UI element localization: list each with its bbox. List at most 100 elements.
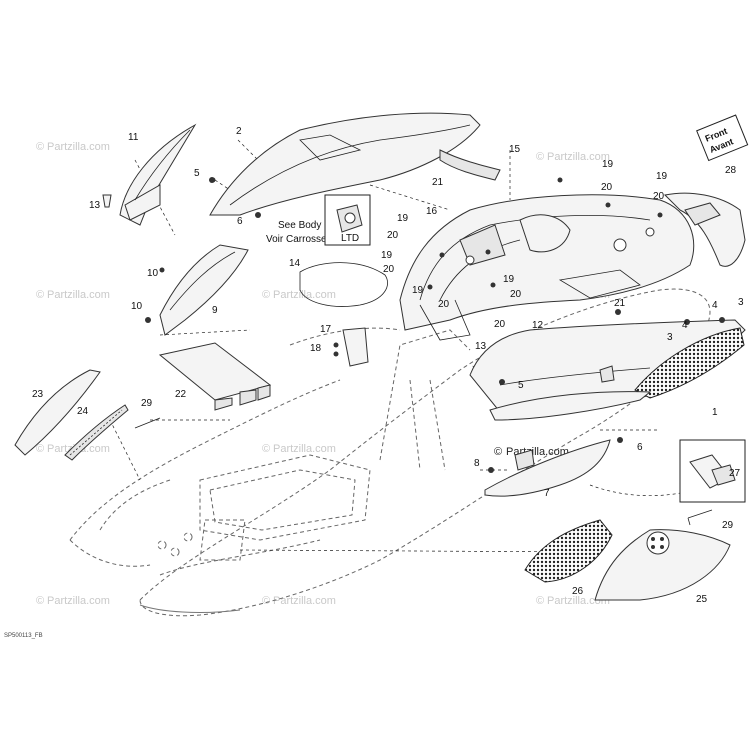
watermark: ©Partzilla.com (36, 289, 110, 301)
watermark: ©Partzilla.com (36, 595, 110, 607)
fasteners (145, 177, 725, 473)
callout-20: 20 (494, 319, 506, 330)
part-17-bracket (333, 327, 369, 367)
callout-19: 19 (503, 274, 515, 285)
svg-text:©: © (494, 446, 502, 458)
callout-20: 20 (383, 264, 395, 275)
callout-5: 5 (194, 168, 200, 179)
part-1-lower-panel (489, 391, 652, 421)
part-28-front-trim (663, 192, 746, 267)
callout-19: 19 (656, 171, 668, 182)
watermark: ©Partzilla.com (36, 141, 110, 153)
part-12-side-panel (469, 319, 746, 414)
callout-23: 23 (32, 389, 44, 400)
callout-20: 20 (387, 230, 399, 241)
svg-text:Partzilla.com: Partzilla.com (547, 595, 610, 607)
callout-15: 15 (509, 144, 521, 155)
callout-3: 3 (667, 332, 673, 343)
svg-text:Partzilla.com: Partzilla.com (273, 443, 336, 455)
callout-4: 4 (712, 300, 718, 311)
callout-19: 19 (397, 213, 409, 224)
callout-22: 22 (175, 389, 187, 400)
callout-10: 10 (131, 301, 143, 312)
callout-9: 9 (212, 305, 218, 316)
svg-text:©: © (536, 595, 544, 607)
callout-2: 2 (236, 126, 242, 137)
svg-text:Partzilla.com: Partzilla.com (273, 595, 336, 607)
callout-13: 13 (89, 200, 101, 211)
part-27-detail-box (679, 439, 746, 503)
callout-17: 17 (320, 324, 332, 335)
watermarks: ©Partzilla.com ©Partzilla.com ©Partzilla… (36, 141, 610, 607)
svg-text:©: © (536, 151, 544, 163)
svg-text:©: © (262, 443, 270, 455)
part-14-gasket (299, 262, 388, 307)
callout-18: 18 (310, 343, 322, 354)
watermark: ©Partzilla.com (262, 595, 336, 607)
part-7-skirt (484, 439, 611, 497)
main-storage-frame (399, 194, 695, 341)
svg-text:Partzilla.com: Partzilla.com (47, 289, 110, 301)
part-29-rod (134, 417, 161, 429)
part-11-side-deflector (119, 123, 197, 226)
callout-7: 7 (544, 488, 550, 499)
callout-8: 8 (474, 458, 480, 469)
svg-text:Partzilla.com: Partzilla.com (273, 289, 336, 301)
callout-11: 11 (128, 132, 139, 143)
callout-20: 20 (601, 182, 613, 193)
callout-6: 6 (237, 216, 243, 227)
callout-19: 19 (381, 250, 393, 261)
watermark: ©Partzilla.com (536, 151, 610, 163)
callout-16: 16 (426, 206, 438, 217)
ltd-label: LTD (341, 233, 359, 244)
callout-26: 26 (572, 586, 584, 597)
callout-3: 3 (738, 297, 744, 308)
callout-25: 25 (696, 594, 708, 605)
callout-21: 21 (432, 177, 444, 188)
callout-24: 24 (77, 406, 89, 417)
svg-text:©: © (36, 141, 44, 153)
callout-4: 4 (682, 320, 688, 331)
svg-text:Partzilla.com: Partzilla.com (47, 141, 110, 153)
callout-labels: 1 2 3 3 4 4 5 5 6 6 7 8 9 10 10 11 12 13… (32, 126, 744, 605)
svg-text:©: © (36, 289, 44, 301)
callout-5: 5 (518, 380, 524, 391)
svg-text:Partzilla.com: Partzilla.com (47, 595, 110, 607)
callout-13: 13 (475, 341, 487, 352)
svg-text:©: © (262, 595, 270, 607)
part-9-side-panel (159, 244, 249, 336)
svg-text:©: © (36, 595, 44, 607)
callout-20: 20 (510, 289, 522, 300)
callout-19: 19 (602, 159, 614, 170)
watermark: ©Partzilla.com (262, 289, 336, 301)
callout-27: 27 (729, 468, 741, 479)
see-body-line2: Voir Carrosserie 3 (266, 234, 346, 245)
watermark: ©Partzilla.com (262, 443, 336, 455)
callout-10: 10 (147, 268, 159, 279)
part-22-bracket (158, 342, 272, 411)
part-26-grille (524, 519, 613, 583)
callout-12: 12 (532, 320, 544, 331)
svg-text:©: © (36, 443, 44, 455)
part-29-clip (687, 509, 713, 526)
svg-text:©: © (262, 289, 270, 301)
part-24-trim (64, 404, 129, 461)
svg-text:Partzilla.com: Partzilla.com (547, 151, 610, 163)
part-8-clip (514, 449, 535, 471)
hull-body (69, 288, 711, 617)
see-body-note: See Body 3/ Voir Carrosserie 3 LTD (266, 194, 371, 246)
callout-20: 20 (653, 191, 665, 202)
callout-21: 21 (614, 298, 626, 309)
callout-6: 6 (637, 442, 643, 453)
callout-19: 19 (412, 285, 424, 296)
callout-1: 1 (712, 407, 718, 418)
callout-28: 28 (725, 165, 737, 176)
drawing-code: SP500113_FB (4, 633, 43, 639)
front-direction-tag: Front Avant (696, 114, 749, 162)
callout-20: 20 (438, 299, 450, 310)
part-25-rear-fairing (594, 529, 731, 601)
watermark: ©Partzilla.com (536, 595, 610, 607)
callout-29: 29 (141, 398, 153, 409)
